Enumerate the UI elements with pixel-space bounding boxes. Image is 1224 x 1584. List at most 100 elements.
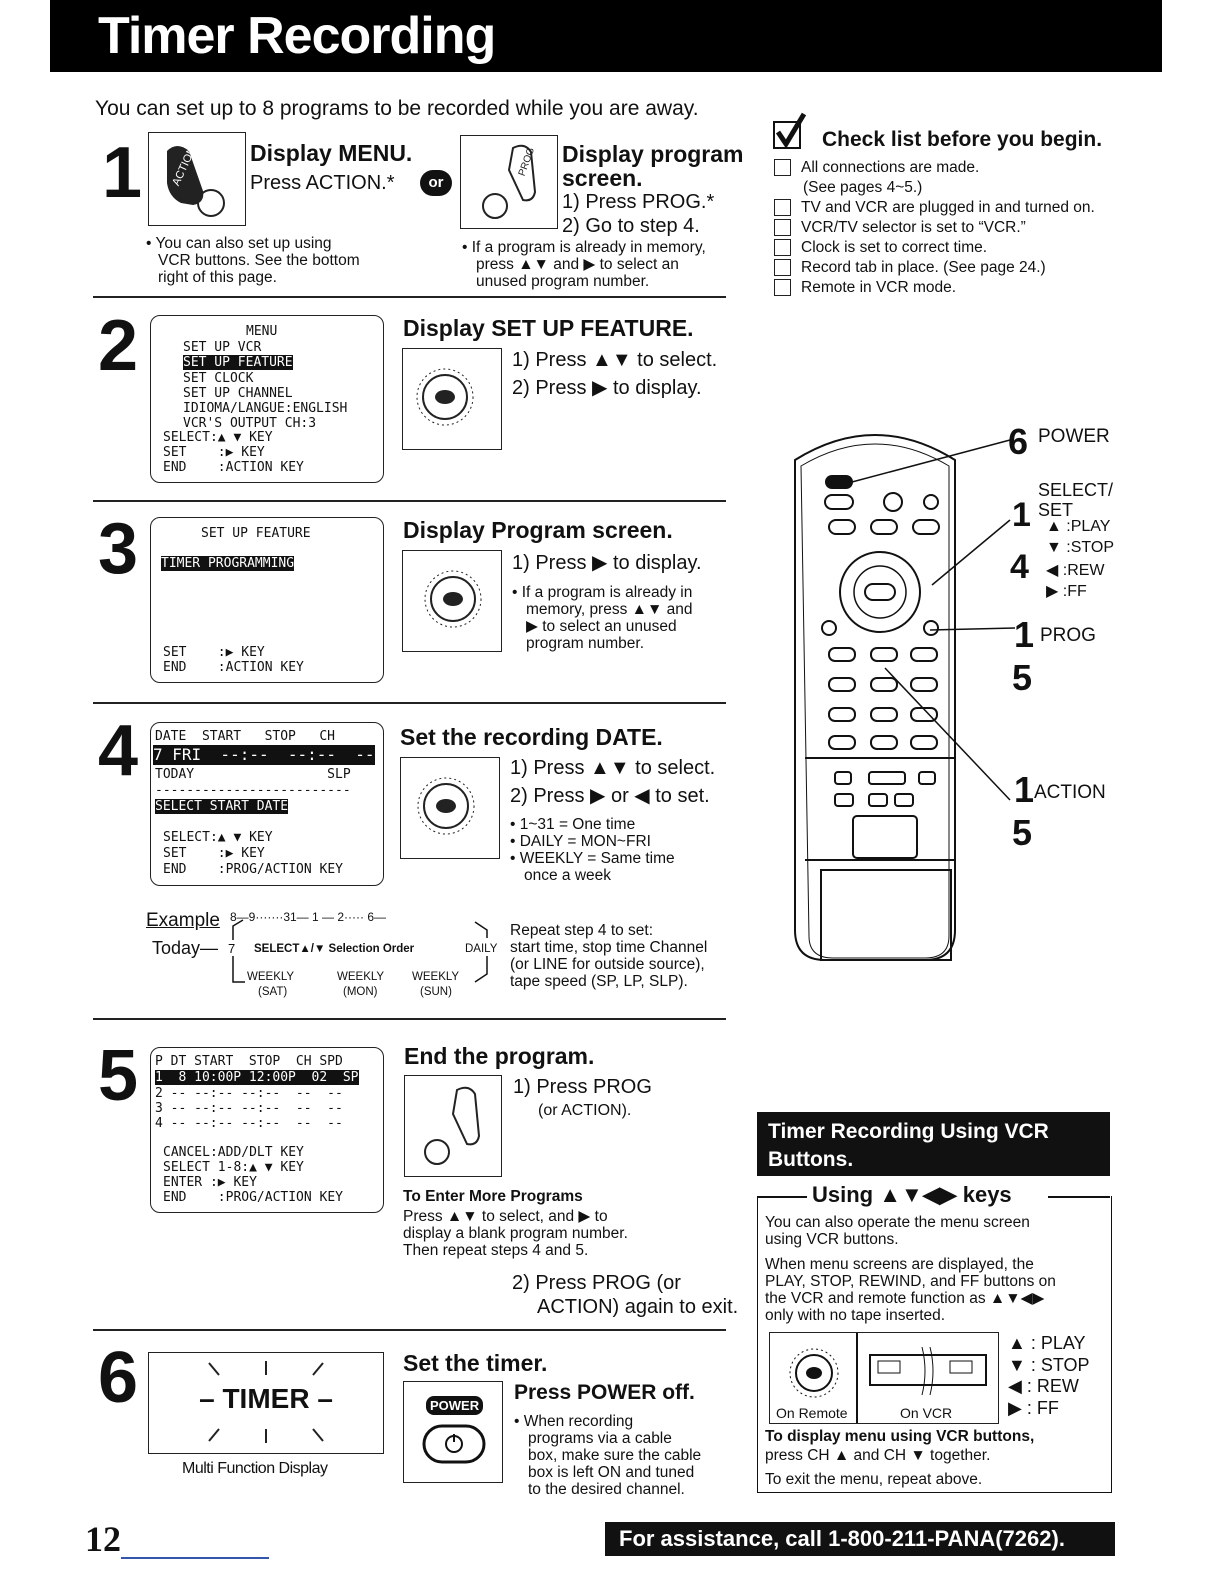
on-vcr-label: On VCR bbox=[900, 1405, 953, 1421]
vcr-section-header: Timer Recording Using VCR Buttons. bbox=[757, 1112, 1110, 1176]
finger-press-icon bbox=[424, 1086, 481, 1165]
exit-menu-text: To exit the menu, repeat above. bbox=[765, 1471, 983, 1488]
example-daily: DAILY bbox=[465, 943, 498, 955]
page-number: 12 bbox=[85, 1519, 121, 1559]
screen-key: SELECT 1-8:▲ ▼ KEY bbox=[163, 1160, 304, 1175]
screen-line: TODAY SLP bbox=[155, 767, 351, 782]
dpad-illustration bbox=[400, 757, 500, 859]
screen-highlight: SELECT START DATE bbox=[155, 799, 289, 814]
note-line: • If a program is already in memory, bbox=[462, 239, 706, 256]
checklist-item: (See pages 4~5.) bbox=[803, 179, 923, 196]
example-arrows bbox=[232, 919, 488, 983]
step-number: 2 bbox=[98, 306, 139, 386]
hand-press-icon: ACTION bbox=[167, 145, 225, 217]
remote-label-play: ▲ :PLAY bbox=[1046, 518, 1111, 535]
power-icon bbox=[422, 1424, 486, 1464]
title-line: Buttons. bbox=[768, 1148, 854, 1171]
step4-notes: • 1~31 = One time • DAILY = MON~FRI • WE… bbox=[510, 816, 675, 884]
screen-row: 2 -- --:-- --:-- -- -- bbox=[155, 1086, 343, 1101]
action-button-illustration: ACTION bbox=[148, 132, 246, 226]
power-label: POWER bbox=[426, 1396, 484, 1415]
divider bbox=[93, 500, 726, 502]
legend-item: ▼ : STOP bbox=[1008, 1354, 1090, 1375]
divider bbox=[93, 1018, 726, 1020]
date-screen: DATE START STOP CH 7 FRI --:-- --:-- -- … bbox=[150, 722, 384, 886]
vcr-panel-icon bbox=[869, 1347, 987, 1396]
checklist: All connections are made. (See pages 4~5… bbox=[774, 158, 1095, 298]
checklist-item: All connections are made. bbox=[801, 159, 980, 176]
step-number: 5 bbox=[98, 1036, 139, 1116]
remote-label-power: POWER bbox=[1038, 426, 1110, 447]
step5-step2b: ACTION) again to exit. bbox=[537, 1296, 739, 1318]
note-line: memory, press ▲▼ and bbox=[526, 601, 693, 618]
dpad-icon bbox=[424, 570, 482, 628]
text-line: the VCR and remote function as ▲▼◀▶ bbox=[765, 1290, 1045, 1307]
text-line: display a blank program number. bbox=[403, 1225, 628, 1242]
text-line: When menu screens are displayed, the bbox=[765, 1256, 1034, 1273]
step3-title: Display Program screen. bbox=[403, 517, 673, 543]
note-line: VCR buttons. See the bottom bbox=[158, 252, 360, 269]
program-list-screen: P DT START STOP CH SPD 1 8 10:00P 12:00P… bbox=[150, 1047, 384, 1213]
screen-line: IDIOMA/LANGUE:ENGLISH bbox=[183, 401, 348, 416]
remote-label-set: SET bbox=[1038, 500, 1074, 520]
step-line: 1) Press ▲▼ to select. bbox=[512, 349, 718, 371]
step6-note: • When recording programs via a cable bo… bbox=[514, 1413, 701, 1498]
example-day: (SUN) bbox=[420, 986, 452, 998]
more-programs-text: Press ▲▼ to select, and ▶ to display a b… bbox=[403, 1208, 628, 1259]
screen-highlight: SET UP FEATURE bbox=[183, 355, 293, 370]
screen-line: SET UP VCR bbox=[183, 340, 262, 355]
note-line: programs via a cable bbox=[528, 1430, 672, 1447]
display-menu-title: To display menu using VCR buttons, bbox=[765, 1428, 1035, 1445]
screen-key: SELECT:▲ ▼ KEY bbox=[163, 830, 273, 845]
vcr-section-box bbox=[757, 1196, 1112, 1493]
remote-label-ff: ▶ :FF bbox=[1046, 583, 1087, 600]
screen-key: END :PROG/ACTION KEY bbox=[163, 1190, 344, 1205]
divider bbox=[93, 702, 726, 704]
step5-step1b: (or ACTION). bbox=[538, 1102, 632, 1119]
step1-text: Press ACTION.* bbox=[250, 172, 395, 194]
title-bar: Timer Recording bbox=[50, 0, 1162, 72]
screen-key: SET :▶ KEY bbox=[163, 645, 265, 660]
callout-number: 5 bbox=[1012, 657, 1033, 698]
example-day: (SAT) bbox=[258, 986, 288, 998]
title-line: screen. bbox=[562, 165, 643, 191]
note-line: press ▲▼ and ▶ to select an bbox=[476, 256, 679, 273]
checkbox bbox=[774, 239, 791, 257]
note-line: box, make sure the cable bbox=[528, 1447, 702, 1464]
menu-screen: MENU SET UP VCR SET UP FEATURE SET CLOCK… bbox=[150, 315, 384, 483]
screen-line: SET CLOCK bbox=[183, 371, 254, 386]
note-line: • WEEKLY = Same time bbox=[510, 850, 675, 867]
vcr-paragraph-1: You can also operate the menu screen usi… bbox=[765, 1214, 1030, 1248]
screen-key: CANCEL:ADD/DLT KEY bbox=[163, 1145, 304, 1160]
step6-title: Set the timer. bbox=[403, 1350, 548, 1376]
divider bbox=[856, 1333, 858, 1423]
multi-function-display: – TIMER – bbox=[148, 1352, 384, 1454]
or-badge: or bbox=[420, 170, 452, 196]
on-remote-label: On Remote bbox=[776, 1405, 848, 1421]
screen-key: END :PROG/ACTION KEY bbox=[163, 862, 344, 877]
legend-item: ▶ : FF bbox=[1008, 1397, 1059, 1418]
screen-key: END :ACTION KEY bbox=[163, 460, 304, 475]
display-caption: Multi Function Display bbox=[182, 1460, 328, 1477]
text-line: Press ▲▼ to select, and ▶ to bbox=[403, 1208, 608, 1225]
checklist-item: Remote in VCR mode. bbox=[801, 279, 957, 296]
remote-label-prog: PROG bbox=[1040, 625, 1096, 646]
checkbox bbox=[774, 279, 791, 297]
callout-number: 5 bbox=[1012, 812, 1033, 853]
remote-vcr-comparison: On Remote On VCR bbox=[769, 1332, 999, 1424]
step1b-note: • If a program is already in memory, pre… bbox=[462, 239, 706, 290]
example-weekly: WEEKLY bbox=[337, 971, 385, 983]
step-number: 3 bbox=[98, 509, 139, 589]
prog-button-illustration: PROG bbox=[460, 135, 558, 229]
note-line: right of this page. bbox=[158, 269, 277, 286]
vcr-paragraph-2: When menu screens are displayed, the PLA… bbox=[765, 1256, 1056, 1324]
step1-note: • You can also set up using VCR buttons.… bbox=[146, 235, 360, 286]
screen-key: ENTER :▶ KEY bbox=[163, 1175, 257, 1190]
step5-step1: 1) Press PROG bbox=[513, 1076, 652, 1098]
keys-legend: ▲ : PLAY ▼ : STOP ◀ : REW ▶ : FF bbox=[1008, 1333, 1090, 1419]
remote-label-action: ACTION bbox=[1034, 782, 1106, 803]
finger-press-icon: PROG bbox=[482, 144, 537, 219]
program-screen: SET UP FEATURE TIMER PROGRAMMING SET :▶ … bbox=[150, 517, 384, 683]
power-button-illustration: POWER bbox=[403, 1381, 503, 1483]
screen-highlight: 7 FRI --:-- --:-- -- bbox=[153, 745, 375, 765]
